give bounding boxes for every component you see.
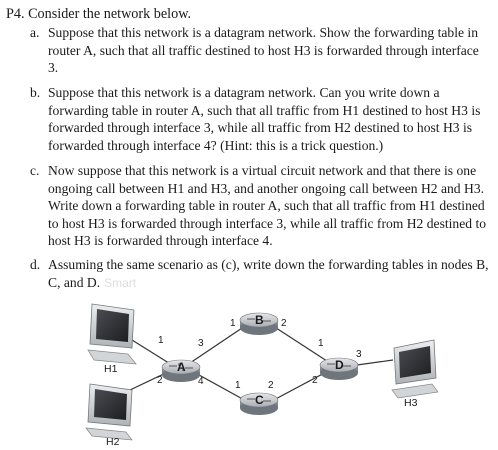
part-b: b. Suppose that this network is a datagr…	[30, 84, 492, 154]
link-a-b	[189, 323, 249, 364]
host-h1	[87, 303, 137, 365]
host-h1-label: H1	[104, 363, 118, 375]
host-h2	[85, 383, 133, 441]
iface-b-a: 1	[230, 318, 236, 329]
problem-heading: P4. Consider the network below.	[6, 6, 192, 22]
part-a-letter: a.	[30, 25, 40, 40]
host-h1-keyboard	[87, 349, 137, 365]
router-b-label: B	[255, 313, 264, 327]
iface-d-h3: 3	[356, 349, 362, 360]
iface-a-c: 4	[198, 376, 204, 387]
router-d: D	[319, 357, 359, 380]
host-h1-screen	[96, 309, 129, 342]
iface-b-d: 2	[281, 318, 287, 329]
part-b-letter: b.	[30, 85, 41, 100]
host-h2-screen	[94, 389, 127, 420]
link-c-d	[269, 369, 331, 403]
part-c-letter: c.	[30, 163, 40, 178]
host-h2-label: H2	[106, 436, 120, 448]
link-h1-a	[131, 339, 173, 366]
router-c-label: C	[255, 393, 264, 407]
part-d-text: Assuming the same scenario as (c), write…	[48, 257, 489, 290]
iface-c-d: 2	[268, 380, 274, 391]
router-d-label: D	[335, 358, 344, 372]
host-h3-label: H3	[404, 397, 418, 409]
part-a-text: Suppose that this network is a datagram …	[48, 25, 479, 76]
watermark: Smart	[104, 275, 137, 290]
part-c-text: Now suppose that this network is a virtu…	[48, 163, 487, 249]
host-h3	[391, 339, 439, 399]
iface-d-c: 2	[312, 375, 318, 386]
iface-a-h1: 1	[158, 335, 164, 346]
iface-d-b: 1	[318, 338, 324, 349]
iface-a-b: 3	[198, 338, 204, 349]
part-b-text: Suppose that this network is a datagram …	[48, 85, 481, 153]
iface-a-h2: 2	[157, 375, 163, 386]
host-h3-keyboard	[391, 383, 439, 399]
interface-labels: 1 2 3 4 1 2 1 2 1 2 3	[157, 318, 362, 391]
router-c: C	[239, 392, 279, 415]
part-a: a. Suppose that this network is a datagr…	[30, 24, 492, 77]
part-d-letter: d.	[30, 257, 41, 272]
router-a: A	[161, 359, 201, 382]
link-b-d	[269, 323, 331, 364]
host-h3-screen	[399, 346, 431, 378]
router-a-label: A	[177, 360, 186, 374]
part-c: c. Now suppose that this network is a vi…	[30, 162, 492, 250]
network-figure: H1 H2 H3 A	[0, 290, 498, 450]
router-b: B	[239, 312, 279, 335]
host-h2-keyboard	[85, 427, 133, 441]
part-d: d. Assuming the same scenario as (c), wr…	[30, 256, 492, 292]
iface-c-a: 1	[235, 380, 241, 391]
